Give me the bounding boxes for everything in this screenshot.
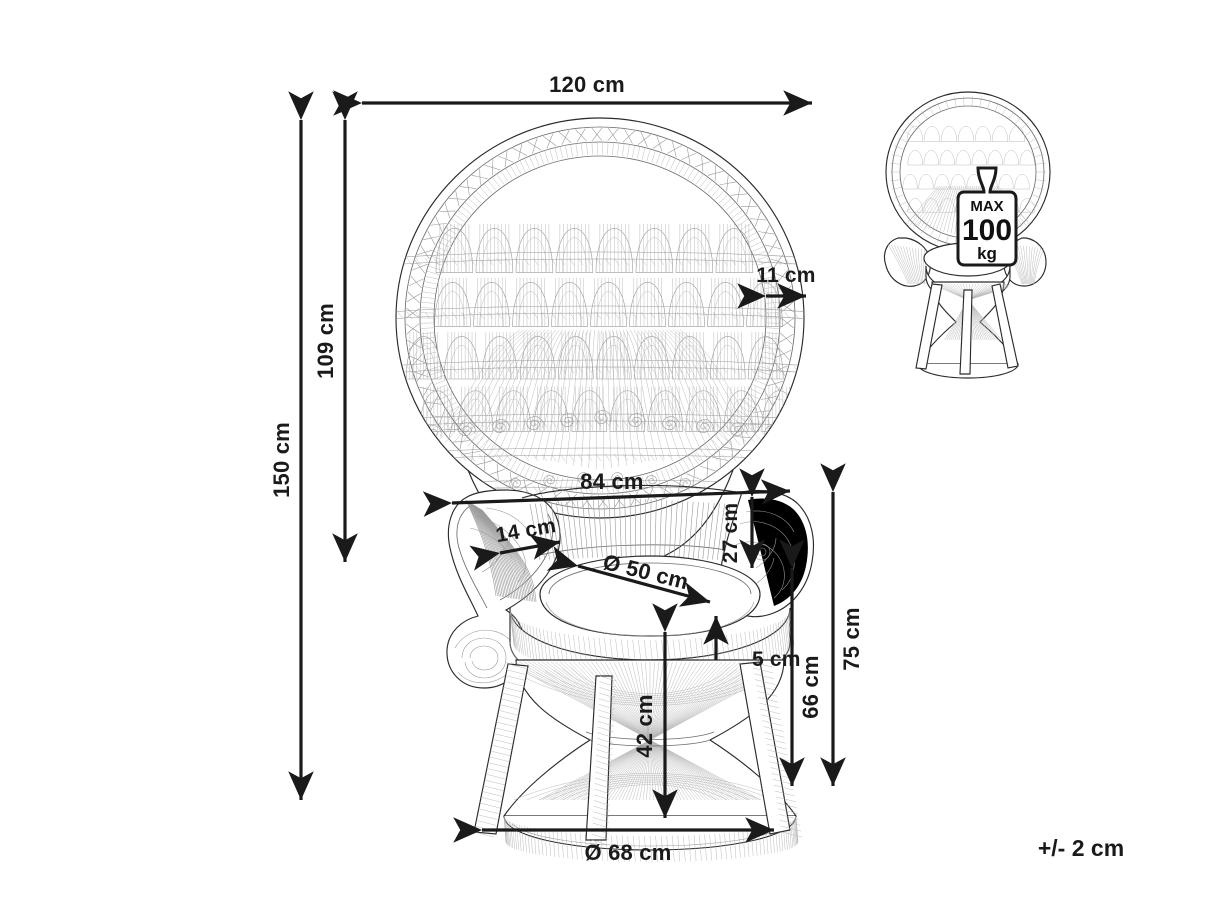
dimension-base-height-label: 42 cm	[632, 694, 657, 757]
dimension-arm-top-height: 75 cm	[820, 463, 864, 786]
chair-illustration-load: MAX 100 kg	[883, 91, 1051, 379]
dimension-base-diameter-label: Ø 68 cm	[584, 840, 671, 865]
load-max-label: MAX	[970, 198, 1003, 215]
dimension-total-width-label: 120 cm	[549, 72, 625, 97]
dimension-back-to-seat: 27 cm	[719, 468, 765, 568]
dimension-base-height: 42 cm	[632, 603, 678, 818]
dimension-total-height-label: 150 cm	[269, 422, 294, 498]
armrest-left-knot	[454, 629, 513, 684]
weight-icon: MAX 100 kg	[956, 166, 1018, 267]
dimension-rim-depth: 11 cm	[737, 264, 815, 309]
load-value: 100	[962, 214, 1012, 247]
dimension-total-width: 120 cm	[333, 72, 812, 116]
dimension-rim-depth-label: 11 cm	[756, 264, 815, 287]
dimension-armrest-span-label: 84 cm	[580, 469, 643, 494]
backrest-fan	[395, 117, 805, 519]
dimension-armrest-span: 84 cm	[422, 469, 791, 517]
dimension-backrest-height-label: 109 cm	[313, 303, 338, 379]
dimension-base-diameter: Ø 68 cm	[453, 817, 774, 865]
dimension-armrest-height-label: 66 cm	[798, 655, 823, 718]
tolerance-note: +/- 2 cm	[1038, 835, 1124, 861]
dimension-backrest-height: 109 cm	[313, 91, 358, 562]
dimension-back-to-seat-label: 27 cm	[719, 503, 742, 564]
load-unit: kg	[977, 244, 997, 263]
dimension-armrest-height: 66 cm	[779, 539, 823, 786]
dimension-arm-top-height-label: 75 cm	[839, 607, 864, 670]
dimension-total-height: 150 cm	[269, 91, 314, 800]
